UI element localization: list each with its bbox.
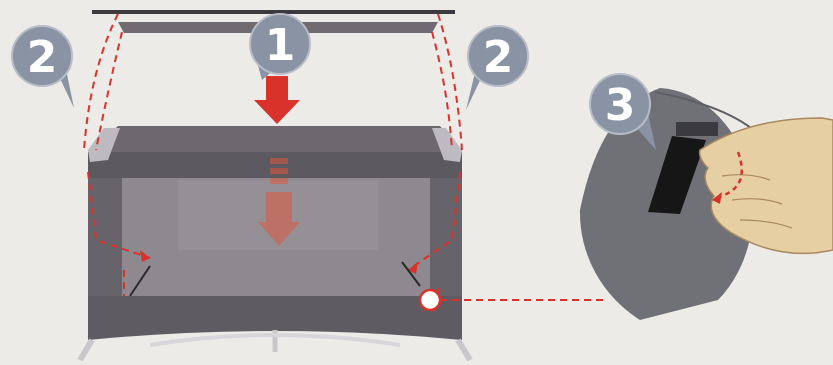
step-number-1: 1 (265, 20, 296, 71)
step-number-2-left: 2 (27, 32, 58, 83)
step-number-3: 3 (605, 80, 636, 131)
step-number-2-right: 2 (483, 32, 514, 83)
step-badge-1: 1 (250, 14, 310, 80)
attachment-point-marker (420, 290, 440, 310)
down-arrow-icon (254, 76, 300, 124)
step-badge-2-right: 2 (466, 26, 528, 110)
step-badge-2-left: 2 (12, 26, 74, 108)
